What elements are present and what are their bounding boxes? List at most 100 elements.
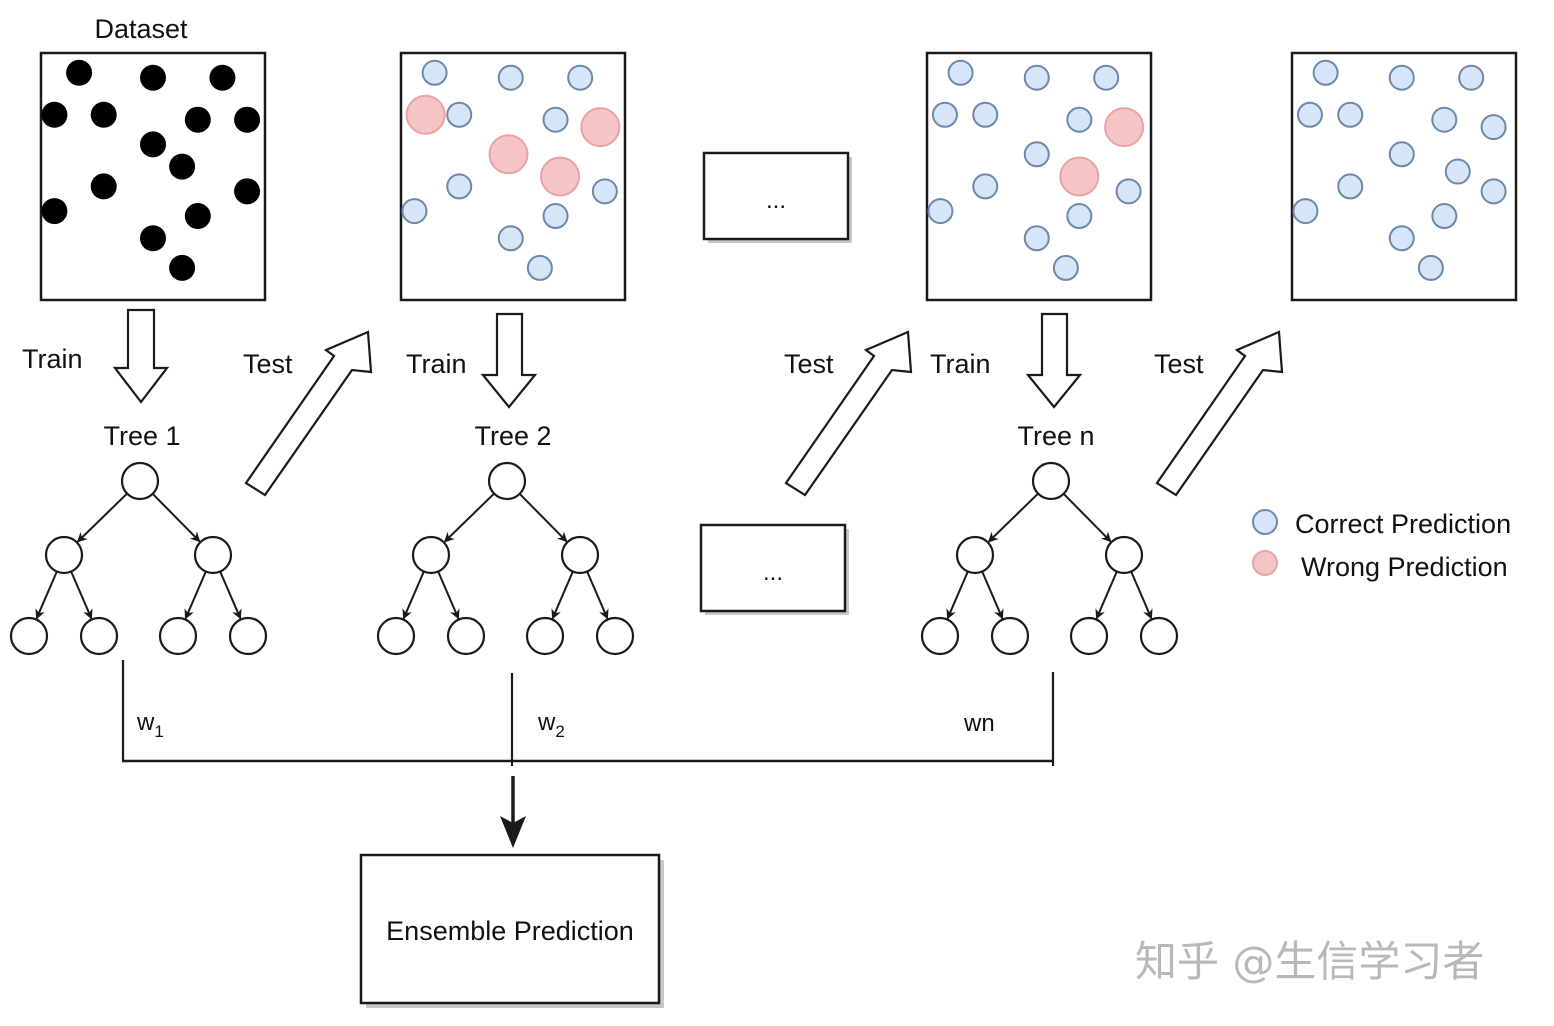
hollow-diagonal-arrow-icon — [1155, 330, 1284, 497]
correct-point — [1093, 64, 1120, 91]
legend-correct-label: Correct Prediction — [1295, 509, 1511, 539]
tree-root-node — [1031, 461, 1071, 501]
correct-point — [1023, 225, 1050, 252]
test-label: Test — [1154, 349, 1204, 379]
correct-point — [1296, 101, 1323, 128]
box-frame — [359, 853, 661, 1005]
panel-frame — [925, 51, 1153, 302]
legend-correct-swatch — [1252, 509, 1278, 535]
tree-label: Tree 2 — [474, 421, 551, 451]
correct-point — [1066, 106, 1093, 133]
tree-label: Tree n — [1017, 421, 1094, 451]
correct-point — [421, 59, 448, 86]
hollow-down-arrow-icon — [480, 312, 538, 409]
correct-point — [446, 173, 473, 200]
tree-internal-node — [1104, 535, 1144, 575]
tree-edge — [76, 492, 128, 543]
data-point — [140, 131, 166, 158]
correct-point — [1023, 141, 1050, 168]
tree-1: Tree 1 — [9, 421, 268, 656]
tree-edge — [1095, 571, 1118, 620]
test-arrow-2: Test — [784, 330, 913, 497]
wrong-point — [488, 134, 529, 175]
tree-n: Tree n — [920, 421, 1179, 656]
test-label: Test — [243, 349, 293, 379]
correct-point — [1388, 225, 1415, 252]
correct-point — [446, 101, 473, 128]
correct-point — [1431, 203, 1458, 230]
correct-point — [947, 59, 974, 86]
train-arrow-2: Train — [406, 312, 538, 409]
wrong-point — [1059, 156, 1100, 197]
arrowhead-down-icon — [500, 816, 526, 848]
tree-edge — [586, 571, 609, 620]
wrong-point — [580, 107, 621, 148]
panel-after-tree-n — [1290, 51, 1518, 302]
test-label: Test — [784, 349, 834, 379]
ellipsis-box-top: ... — [702, 151, 852, 243]
tree-leaf-node — [158, 616, 198, 656]
panel-dataset — [39, 51, 267, 302]
panel-points — [927, 59, 1145, 281]
data-point — [234, 178, 261, 205]
hollow-diagonal-arrow-icon — [244, 330, 373, 497]
tree-2: Tree 2 — [376, 421, 635, 656]
legend-wrong-swatch — [1252, 550, 1278, 576]
panel-after-tree-n-minus-1 — [925, 51, 1153, 302]
tree-edge — [151, 493, 201, 543]
tree-leaf-node — [1139, 616, 1179, 656]
tree-edge — [551, 571, 574, 620]
tree-edge — [35, 571, 58, 620]
correct-point — [591, 178, 618, 205]
data-point — [90, 173, 117, 200]
correct-point — [972, 101, 999, 128]
tree-internal-node — [560, 535, 600, 575]
panel-frame — [399, 51, 627, 302]
correct-point — [1431, 106, 1458, 133]
correct-point — [931, 101, 958, 128]
correct-point — [497, 64, 524, 91]
wrong-point — [405, 94, 446, 135]
hollow-down-arrow-icon — [1025, 312, 1083, 409]
tree-leaf-node — [446, 616, 486, 656]
data-point — [41, 101, 68, 128]
data-point — [140, 225, 166, 252]
data-point — [209, 64, 236, 91]
correct-point — [1312, 59, 1339, 86]
tree-edge — [946, 571, 969, 620]
correct-point — [927, 198, 954, 225]
tree-edge — [1130, 571, 1153, 620]
panel-frame — [39, 51, 267, 302]
tree-edge — [1062, 493, 1112, 543]
tree-leaf-node — [228, 616, 268, 656]
tree-leaf-node — [920, 616, 960, 656]
tree-leaf-node — [79, 616, 119, 656]
ensemble-prediction-label: Ensemble Prediction — [386, 916, 634, 946]
correct-point — [1052, 254, 1079, 281]
weight-label-2: w2 — [537, 709, 565, 741]
correct-point — [497, 225, 524, 252]
ensemble-prediction-box: Ensemble Prediction — [359, 853, 664, 1008]
weight-label-n: wn — [963, 710, 995, 737]
correct-point — [1337, 173, 1364, 200]
correct-point — [1480, 114, 1507, 141]
box-frame — [699, 523, 847, 613]
correct-point — [1388, 64, 1415, 91]
panel-after-tree-1 — [399, 51, 627, 302]
data-point — [41, 198, 68, 225]
tree-edge — [184, 571, 207, 620]
correct-point — [526, 254, 553, 281]
wrong-point — [540, 156, 581, 197]
correct-point — [542, 106, 569, 133]
tree-internal-node — [44, 535, 84, 575]
correct-point — [1115, 178, 1142, 205]
watermark: 知乎 @生信学习者 — [1135, 937, 1484, 986]
data-point — [66, 59, 93, 86]
ellipsis-text: ... — [763, 559, 783, 586]
tree-edge — [518, 493, 568, 543]
data-point — [184, 106, 211, 133]
train-arrow-n: Train — [930, 312, 1083, 409]
tree-edge — [981, 571, 1004, 620]
data-point — [169, 254, 196, 281]
